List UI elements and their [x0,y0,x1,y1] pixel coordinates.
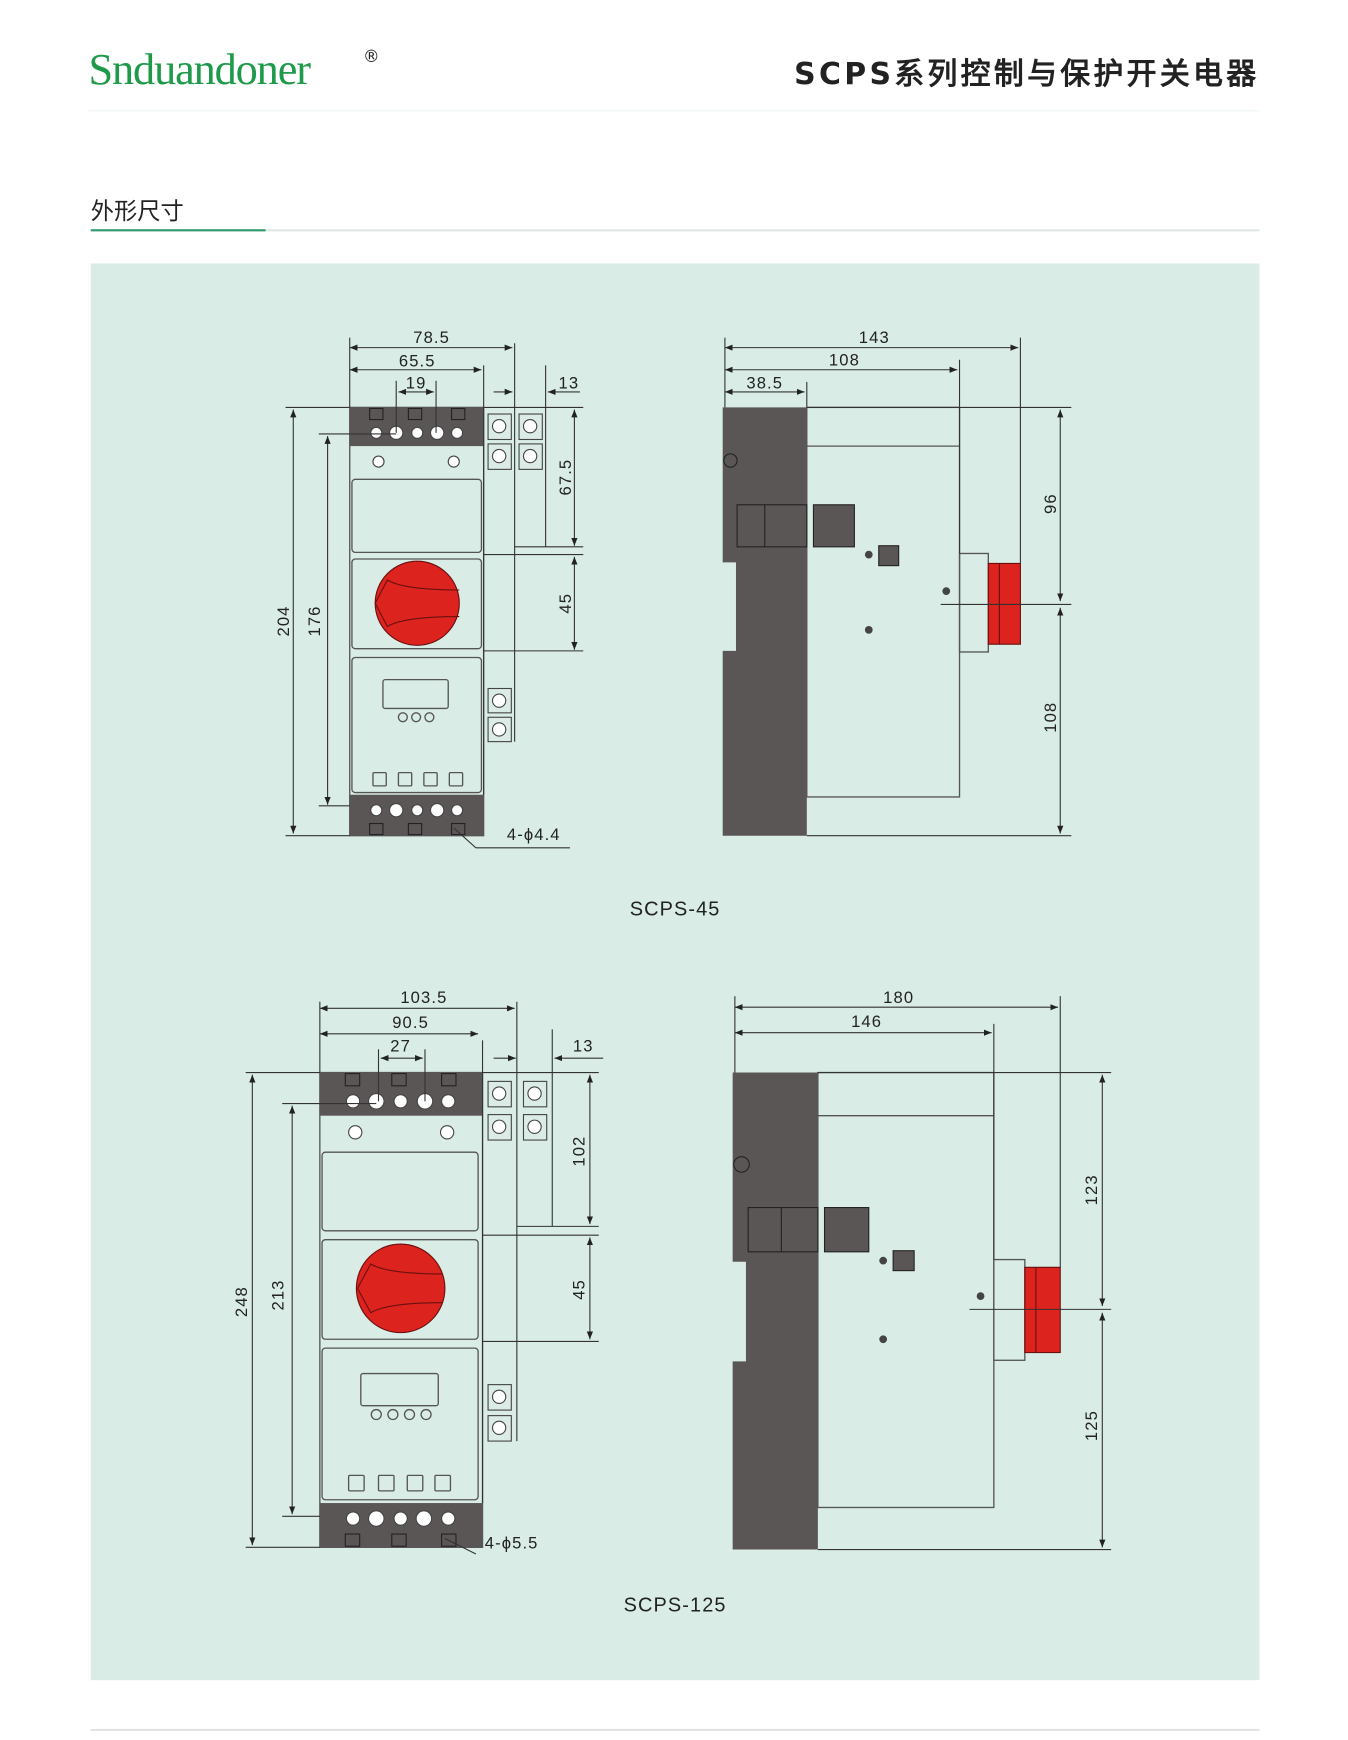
display-screen [382,678,449,710]
scps45-side-view: 143 108 38.5 96 108 [722,328,1072,837]
dim-upper-height: 123 [1082,1174,1101,1205]
dim-holes: 4-ϕ4.4 [507,825,561,844]
dim-lower-height: 125 [1082,1410,1101,1441]
dim-knob-section: 45 [569,1279,588,1300]
dim-depth-base: 38.5 [746,374,783,393]
scps125-front-view: 103.5 90.5 27 13 102 45 248 213 4-ϕ5.5 [232,988,604,1555]
dim-upper-section: 67.5 [556,459,575,496]
side-terminals [487,413,543,743]
dim-terminal-width: 13 [559,374,580,393]
drawing-panel [90,263,1260,1681]
rotary-knob-icon [355,1243,446,1334]
top-terminal-bar [349,407,484,447]
dim-upper-height: 96 [1041,493,1060,514]
dim-hole-spacing: 19 [406,374,427,393]
page-title: SCPS系列控制与保护开关电器 [794,57,1259,92]
screw-icons [370,425,464,818]
dim-width-body: 90.5 [392,1013,429,1032]
dim-depth-body: 146 [851,1012,882,1031]
dim-holes: 4-ϕ5.5 [485,1533,539,1552]
base-profile [722,407,807,836]
side-terminals [487,1080,548,1442]
dim-width-total: 103.5 [400,988,447,1007]
dim-depth-body: 108 [829,350,860,369]
model-caption-scps125: SCPS-125 [624,1595,727,1617]
display-screen [360,1372,439,1407]
dim-depth-total: 180 [883,988,914,1007]
dim-hole-spacing: 27 [390,1037,411,1056]
dim-depth-total: 143 [859,328,890,347]
top-terminal-bar [319,1072,483,1116]
brand-name: Snduandoner [89,45,312,94]
registered-mark: ® [363,47,380,66]
dim-width-total: 78.5 [413,328,450,347]
brand-logo: Snduandoner ® [89,45,380,94]
base-profile [732,1072,818,1550]
dim-upper-section: 102 [569,1136,588,1167]
scps45-front-view: 78.5 65.5 19 13 67.5 45 204 176 4-ϕ4.4 [274,328,584,849]
dim-hole-height: 176 [305,605,324,636]
scps125-side-view: 180 146 123 125 [732,988,1112,1551]
dim-width-body: 65.5 [399,351,436,370]
screw-icons [345,1093,456,1527]
dim-height-total: 204 [274,605,293,636]
dim-height-total: 248 [232,1286,251,1317]
section-title: 外形尺寸 [91,198,184,225]
model-caption-scps45: SCPS-45 [630,898,721,920]
dim-terminal-width: 13 [573,1037,594,1056]
dim-lower-height: 108 [1041,702,1060,733]
dim-hole-height: 213 [268,1279,287,1310]
rotary-knob-icon [374,560,460,646]
dim-knob-section: 45 [556,593,575,614]
